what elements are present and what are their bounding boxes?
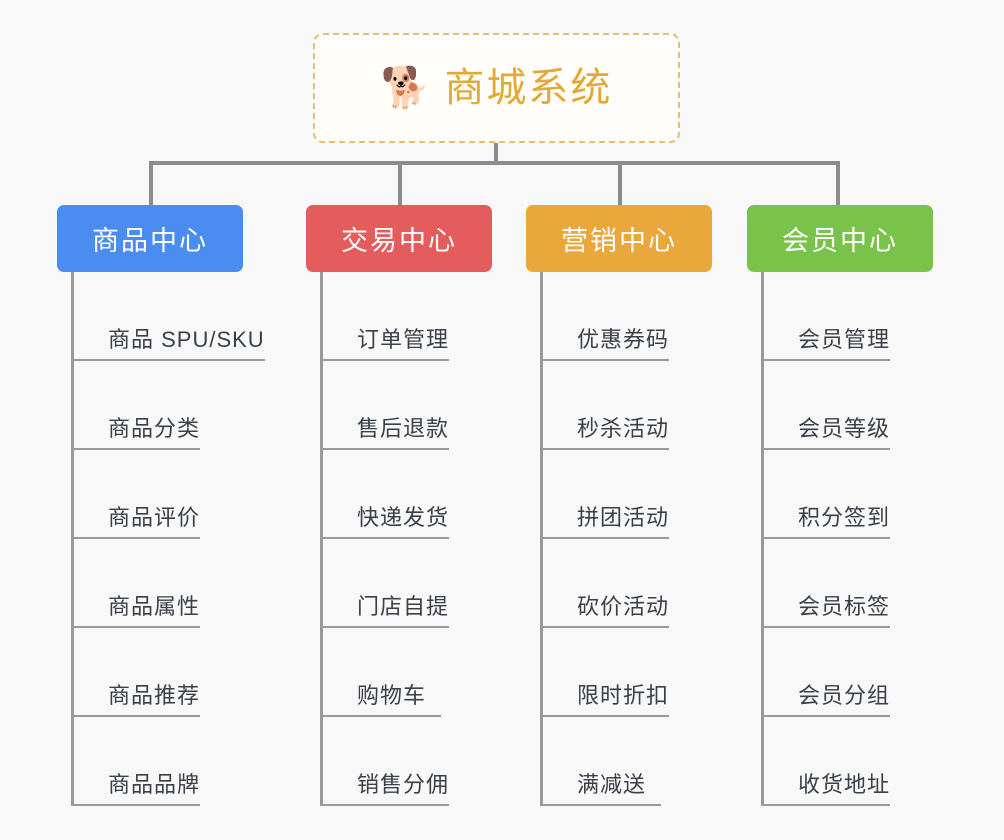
list-item[interactable]: 订单管理 <box>323 272 538 361</box>
list-item[interactable]: 商品分类 <box>74 361 289 450</box>
leaf-label: 商品 SPU/SKU <box>74 326 265 361</box>
leaf-list-product-center: 商品 SPU/SKU 商品分类 商品评价 商品属性 商品推荐 商品品牌 <box>71 272 289 806</box>
leaf-label: 销售分佣 <box>323 771 450 806</box>
root-node[interactable]: 🐕 商城系统 <box>313 33 680 143</box>
list-item[interactable]: 销售分佣 <box>323 717 538 806</box>
list-item[interactable]: 快递发货 <box>323 450 538 539</box>
list-item[interactable]: 会员管理 <box>764 272 979 361</box>
leaf-list-marketing-center: 优惠券码 秒杀活动 拼团活动 砍价活动 限时折扣 满减送 <box>540 272 758 806</box>
list-item[interactable]: 拼团活动 <box>543 450 758 539</box>
leaf-label: 收货地址 <box>764 771 891 806</box>
category-label: 商品中心 <box>92 226 208 256</box>
leaf-label: 优惠券码 <box>543 326 670 361</box>
column-member-center: 会员中心 会员管理 会员等级 积分签到 会员标签 会员分组 收货地址 <box>747 205 979 806</box>
leaf-label: 商品品牌 <box>74 771 201 806</box>
leaf-label: 会员等级 <box>764 415 891 450</box>
column-product-center: 商品中心 商品 SPU/SKU 商品分类 商品评价 商品属性 商品推荐 商品品牌 <box>57 205 289 806</box>
connector-horizontal-bus <box>149 161 840 165</box>
list-item[interactable]: 会员标签 <box>764 539 979 628</box>
leaf-label: 售后退款 <box>323 415 450 450</box>
leaf-label: 限时折扣 <box>543 682 670 717</box>
category-label: 交易中心 <box>341 226 457 256</box>
leaf-label: 购物车 <box>323 682 441 717</box>
list-item[interactable]: 商品评价 <box>74 450 289 539</box>
list-item[interactable]: 商品属性 <box>74 539 289 628</box>
list-item[interactable]: 积分签到 <box>764 450 979 539</box>
root-title: 商城系统 <box>444 66 613 110</box>
shiba-dog-icon: 🐕 <box>380 66 431 110</box>
leaf-label: 会员分组 <box>764 682 891 717</box>
connector-drop-4 <box>836 161 840 207</box>
list-item[interactable]: 门店自提 <box>323 539 538 628</box>
connector-drop-1 <box>149 161 153 207</box>
column-marketing-center: 营销中心 优惠券码 秒杀活动 拼团活动 砍价活动 限时折扣 满减送 <box>526 205 758 806</box>
leaf-label: 会员标签 <box>764 593 891 628</box>
list-item[interactable]: 商品品牌 <box>74 717 289 806</box>
leaf-label: 门店自提 <box>323 593 450 628</box>
list-item[interactable]: 商品推荐 <box>74 628 289 717</box>
connector-root-stem <box>494 143 498 165</box>
connector-drop-3 <box>618 161 622 207</box>
leaf-label: 会员管理 <box>764 326 891 361</box>
list-item[interactable]: 售后退款 <box>323 361 538 450</box>
category-box-member-center[interactable]: 会员中心 <box>747 205 933 272</box>
leaf-label: 商品分类 <box>74 415 201 450</box>
list-item[interactable]: 优惠券码 <box>543 272 758 361</box>
category-box-trade-center[interactable]: 交易中心 <box>306 205 492 272</box>
leaf-label: 拼团活动 <box>543 504 670 539</box>
list-item[interactable]: 砍价活动 <box>543 539 758 628</box>
column-trade-center: 交易中心 订单管理 售后退款 快递发货 门店自提 购物车 销售分佣 <box>306 205 538 806</box>
leaf-label: 秒杀活动 <box>543 415 670 450</box>
list-item[interactable]: 会员分组 <box>764 628 979 717</box>
list-item[interactable]: 秒杀活动 <box>543 361 758 450</box>
leaf-list-member-center: 会员管理 会员等级 积分签到 会员标签 会员分组 收货地址 <box>761 272 979 806</box>
list-item[interactable]: 限时折扣 <box>543 628 758 717</box>
list-item[interactable]: 商品 SPU/SKU <box>74 272 289 361</box>
leaf-label: 商品评价 <box>74 504 201 539</box>
leaf-list-trade-center: 订单管理 售后退款 快递发货 门店自提 购物车 销售分佣 <box>320 272 538 806</box>
leaf-label: 积分签到 <box>764 504 891 539</box>
leaf-label: 快递发货 <box>323 504 450 539</box>
leaf-label: 满减送 <box>543 771 661 806</box>
list-item[interactable]: 满减送 <box>543 717 758 806</box>
category-label: 会员中心 <box>782 226 898 256</box>
leaf-label: 订单管理 <box>323 326 450 361</box>
category-box-marketing-center[interactable]: 营销中心 <box>526 205 712 272</box>
category-label: 营销中心 <box>561 226 677 256</box>
category-box-product-center[interactable]: 商品中心 <box>57 205 243 272</box>
list-item[interactable]: 会员等级 <box>764 361 979 450</box>
leaf-label: 商品属性 <box>74 593 201 628</box>
leaf-label: 商品推荐 <box>74 682 201 717</box>
connector-drop-2 <box>398 161 402 207</box>
leaf-label: 砍价活动 <box>543 593 670 628</box>
list-item[interactable]: 收货地址 <box>764 717 979 806</box>
list-item[interactable]: 购物车 <box>323 628 538 717</box>
